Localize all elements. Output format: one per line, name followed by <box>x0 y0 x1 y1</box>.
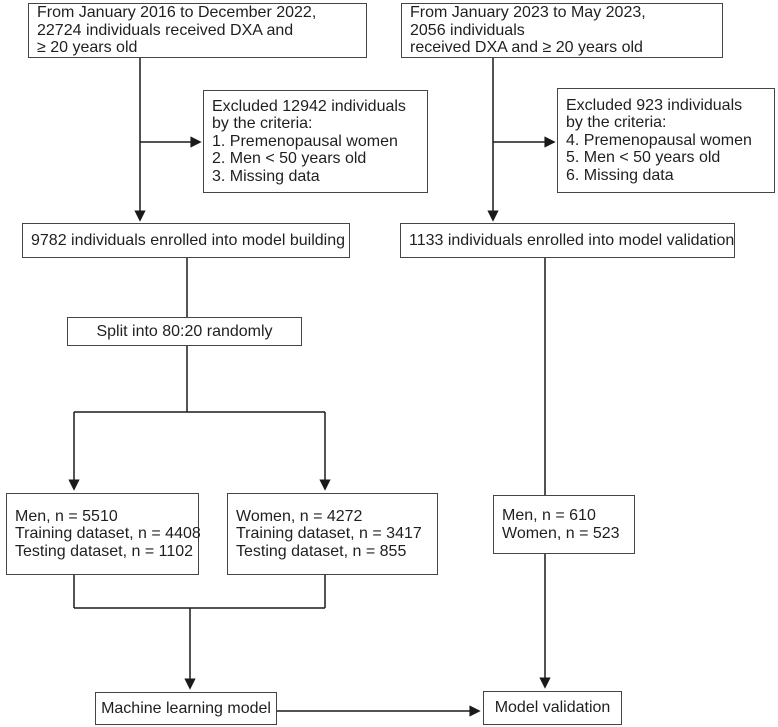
box-line: Excluded 923 individuals <box>566 96 743 114</box>
box-line: From January 2016 to December 2022, <box>37 4 317 22</box>
box-line: 3. Missing data <box>212 167 320 185</box>
box-excluded-building: Excluded 12942 individuals by the criter… <box>203 90 428 193</box>
box-validation-cohort: Men, n = 610 Women, n = 523 <box>493 495 635 554</box>
box-line: Training dataset, n = 4408 <box>15 525 201 543</box>
box-line: 2056 individuals <box>410 21 525 39</box>
box-women-cohort: Women, n = 4272 Training dataset, n = 34… <box>227 493 438 575</box>
box-model-validation: Model validation <box>483 691 622 725</box>
box-line: Testing dataset, n = 855 <box>236 542 407 560</box>
box-line: 6. Missing data <box>566 166 674 184</box>
box-machine-learning-model: Machine learning model <box>95 692 277 725</box>
box-men-cohort: Men, n = 5510 Training dataset, n = 4408… <box>6 493 201 575</box>
box-line: Men, n = 5510 <box>15 507 118 525</box>
box-excluded-validation: Excluded 923 individuals by the criteria… <box>557 88 775 193</box>
box-line: 9782 individuals enrolled into model bui… <box>31 231 345 249</box>
box-line: by the criteria: <box>566 114 667 132</box>
box-enrolled-model-building: 9782 individuals enrolled into model bui… <box>22 223 350 258</box>
box-line: by the criteria: <box>212 115 313 133</box>
box-line: Training dataset, n = 3417 <box>236 525 422 543</box>
box-line: Women, n = 4272 <box>236 507 363 525</box>
box-line: received DXA and ≥ 20 years old <box>410 39 643 57</box>
box-line: 5. Men < 50 years old <box>566 149 721 167</box>
box-line: Men, n = 610 <box>502 507 596 524</box>
box-line: Split into 80:20 randomly <box>96 322 273 340</box>
box-line: Excluded 12942 individuals <box>212 97 406 115</box>
box-line: 4. Premenopausal women <box>566 131 752 149</box>
box-line: From January 2023 to May 2023, <box>410 4 646 22</box>
box-split-randomly: Split into 80:20 randomly <box>67 317 302 346</box>
box-line: Machine learning model <box>101 699 271 717</box>
box-line: 1. Premenopausal women <box>212 132 398 150</box>
box-line: Women, n = 523 <box>502 524 620 542</box>
box-line: ≥ 20 years old <box>37 39 138 57</box>
box-line: Testing dataset, n = 1102 <box>15 542 194 560</box>
box-enrolled-model-validation: 1133 individuals enrolled into model val… <box>400 223 735 258</box>
box-line: Model validation <box>494 699 611 717</box>
box-source-population-validation: From January 2023 to May 2023, 2056 indi… <box>401 3 723 58</box>
box-line: 22724 individuals received DXA and <box>37 21 294 39</box>
box-line: 1133 individuals enrolled into model val… <box>409 231 735 249</box>
box-line: 2. Men < 50 years old <box>212 150 367 168</box>
box-source-population-building: From January 2016 to December 2022, 2272… <box>28 3 367 58</box>
